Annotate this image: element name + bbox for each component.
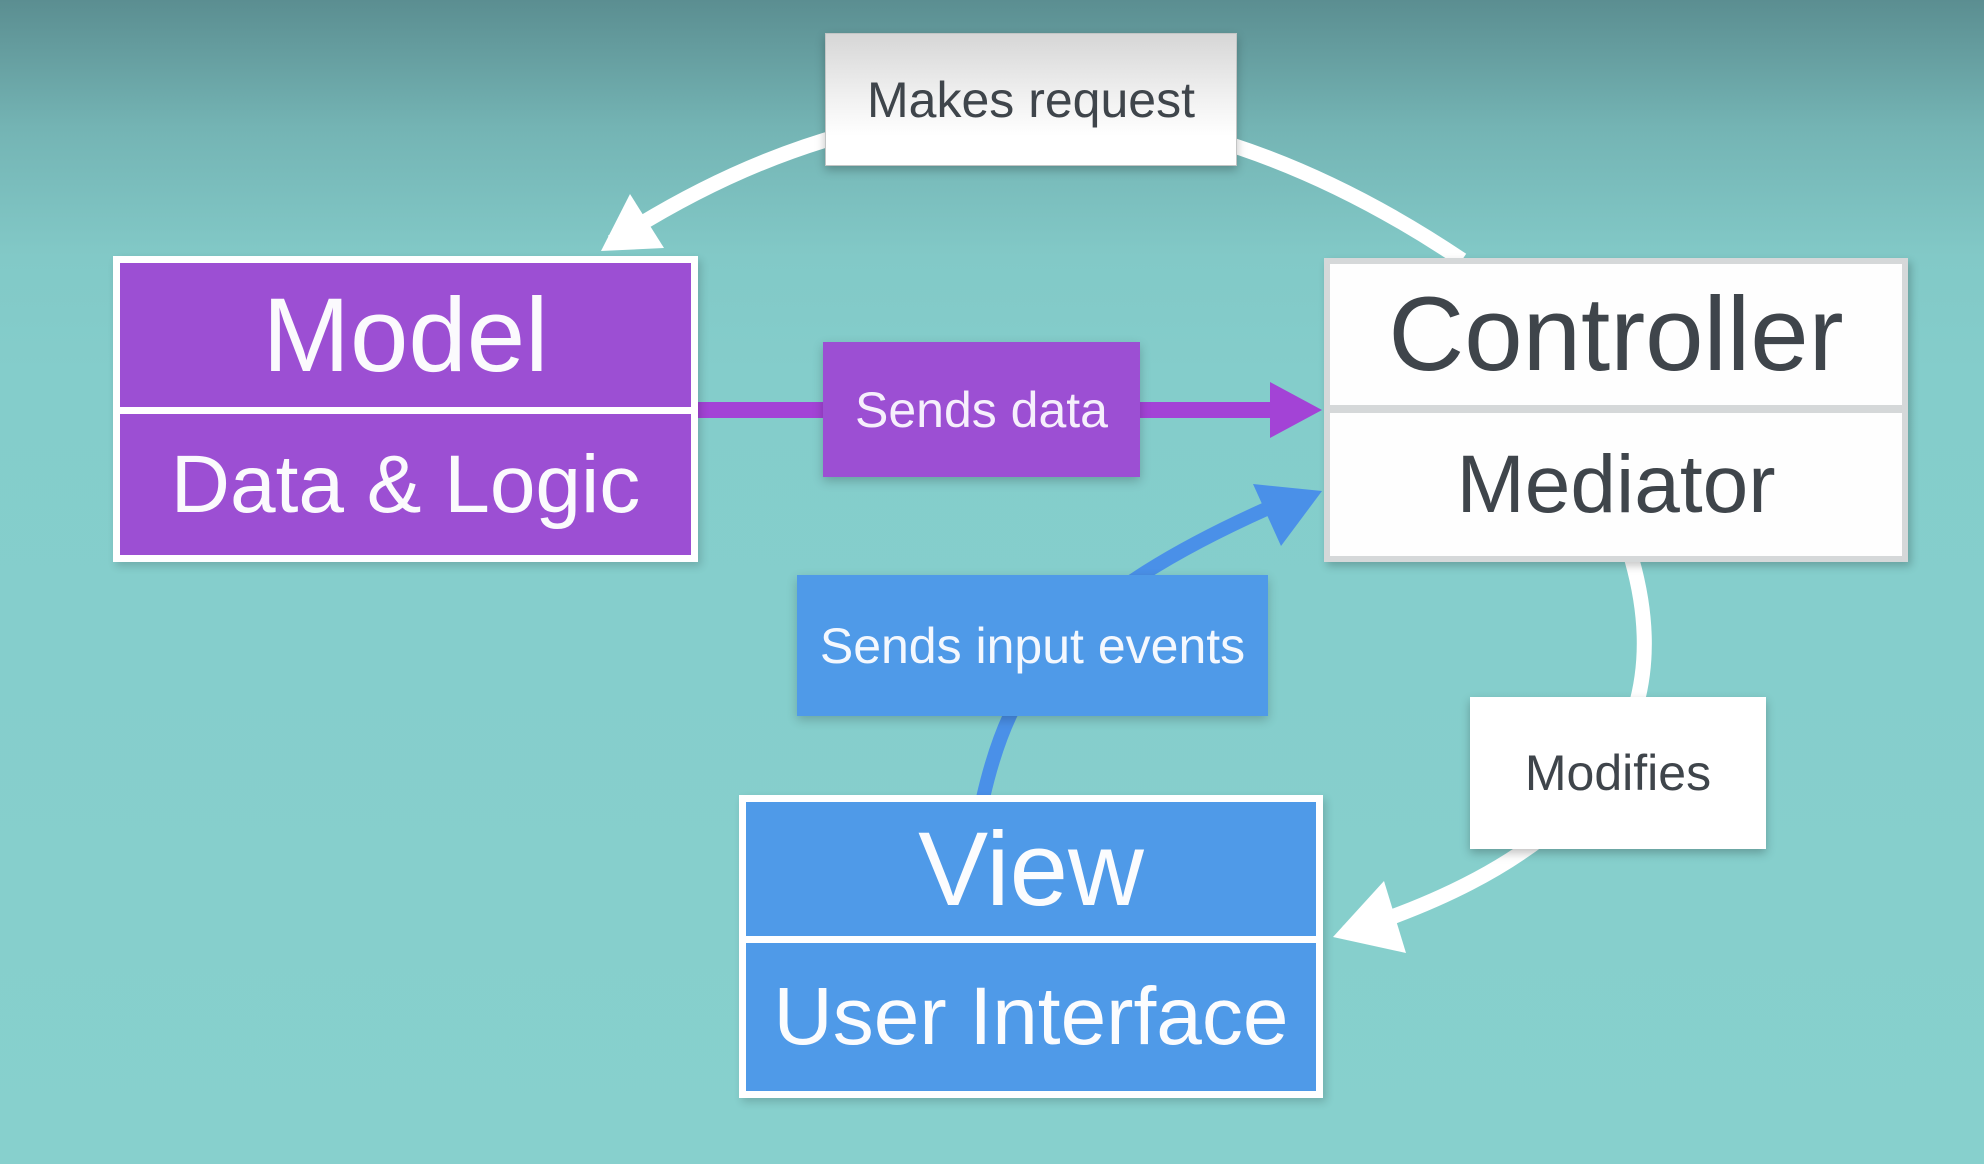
controller-divider <box>1330 405 1902 413</box>
modifies-label: Modifies <box>1470 697 1766 849</box>
sends-input-events-arrowhead <box>1253 484 1322 546</box>
sends-input-events-label-text: Sends input events <box>819 617 1246 674</box>
modifies-label-text: Modifies <box>1524 745 1712 801</box>
model-divider <box>120 407 691 414</box>
model-subtitle: Data & Logic <box>170 438 641 530</box>
modifies-arrowhead <box>1333 881 1406 953</box>
sends-input-events-label: Sends input events <box>797 575 1268 716</box>
sends-data-arrowhead <box>1270 382 1322 438</box>
view-divider <box>746 936 1316 943</box>
view-title: View <box>918 810 1144 928</box>
model-title: Model <box>262 276 549 394</box>
view-box: View User Interface <box>739 795 1323 1098</box>
controller-box: Controller Mediator <box>1324 258 1908 562</box>
sends-data-label: Sends data <box>823 342 1140 477</box>
controller-subtitle: Mediator <box>1456 438 1776 530</box>
makes-request-label-text: Makes request <box>867 71 1195 128</box>
sends-data-label-text: Sends data <box>855 381 1108 438</box>
makes-request-label: Makes request <box>825 33 1237 166</box>
view-subtitle: User Interface <box>773 971 1289 1062</box>
controller-title: Controller <box>1388 276 1844 393</box>
makes-request-arrowhead <box>601 194 664 251</box>
model-box: Model Data & Logic <box>113 256 698 562</box>
